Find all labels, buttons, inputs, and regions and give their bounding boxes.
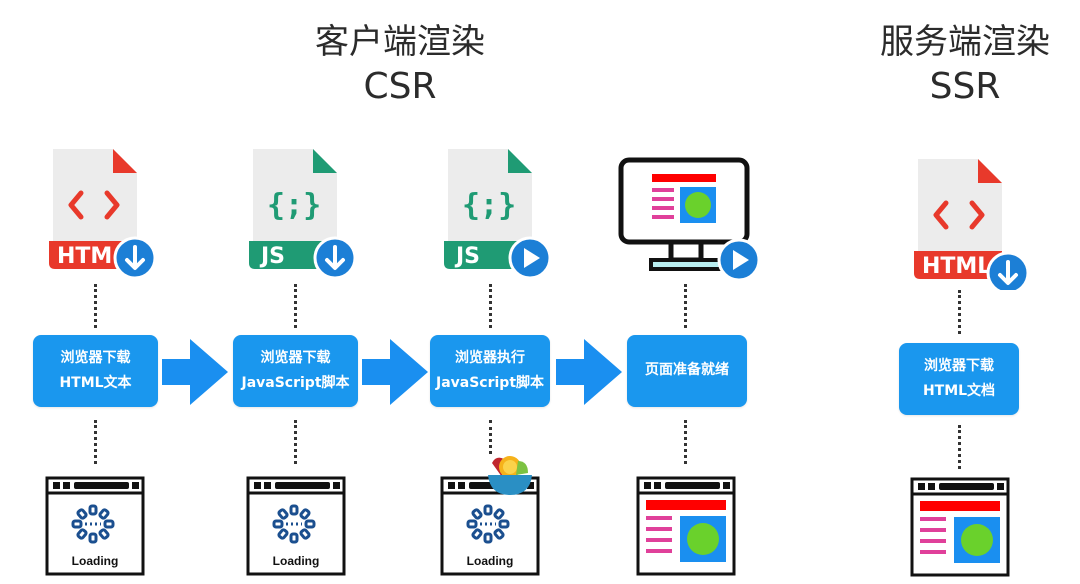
ssr-title-en: SSR	[929, 65, 1001, 107]
html-file-download-icon: HTML	[914, 159, 1030, 290]
browser-window-loading: Loading	[45, 476, 145, 576]
browser-window-ready	[636, 476, 736, 576]
step-label-line1: 页面准备就绪	[645, 362, 729, 379]
connector-line	[958, 425, 961, 469]
csr-title-en: CSR	[363, 65, 437, 107]
svg-text:{;}: {;}	[462, 188, 516, 223]
flow-arrow-icon	[362, 339, 428, 405]
step-box-execute-js: 浏览器执行 JavaScript脚本	[430, 335, 550, 407]
ssr-title-zh: 服务端渲染	[880, 22, 1050, 62]
step-box-download-js: 浏览器下载 JavaScript脚本	[233, 335, 358, 407]
fruit-bowl-icon	[488, 456, 532, 495]
step-label-line1: 浏览器下载	[260, 349, 331, 366]
step-label-line2: HTML文档	[922, 383, 996, 399]
loading-label: Loading	[272, 554, 320, 568]
step-label-line1: 浏览器下载	[924, 357, 994, 374]
monitor-play-icon	[618, 157, 761, 280]
loading-spinner-icon	[466, 504, 510, 544]
csr-title-zh: 客户端渲染	[315, 22, 485, 62]
step-label-line1: 浏览器执行	[455, 349, 525, 366]
file-type-label: HTML	[922, 254, 991, 279]
browser-window-loading: Loading	[246, 476, 346, 576]
step-label-line2: HTML文本	[59, 375, 132, 391]
connector-line	[294, 284, 297, 328]
step-box-ssr-download-html: 浏览器下载 HTML文档	[899, 343, 1019, 415]
loading-spinner-icon	[272, 504, 316, 544]
file-type-label: HTM	[57, 244, 112, 269]
flow-arrow-icon	[556, 339, 622, 405]
step-box-page-ready: 页面准备就绪	[627, 335, 747, 407]
html-file-download-icon: HTM	[49, 149, 157, 280]
loading-label: Loading	[71, 554, 119, 568]
step-label-line1: 浏览器下载	[60, 349, 131, 366]
ssr-title: 服务端渲染 SSR	[860, 22, 1070, 108]
file-type-label: JS	[454, 244, 480, 269]
connector-line	[958, 290, 961, 334]
file-type-label: JS	[259, 244, 285, 269]
step-box-download-html: 浏览器下载 HTML文本	[33, 335, 158, 407]
flow-arrow-icon	[162, 339, 228, 405]
connector-line	[489, 420, 492, 454]
step-label-line2: JavaScript脚本	[241, 375, 350, 391]
step-label-line2: JavaScript脚本	[435, 375, 545, 391]
connector-line	[684, 284, 687, 328]
connector-line	[94, 420, 97, 464]
loading-spinner-icon	[71, 504, 115, 544]
browser-window-ready	[910, 477, 1010, 577]
connector-line	[94, 284, 97, 328]
connector-line	[489, 284, 492, 328]
connector-line	[294, 420, 297, 464]
connector-line	[684, 420, 687, 464]
svg-text:{;}: {;}	[267, 188, 321, 223]
csr-title: 客户端渲染 CSR	[280, 22, 520, 108]
js-file-download-icon: {;} JS	[249, 149, 357, 280]
loading-label: Loading	[466, 554, 514, 568]
js-file-execute-icon: {;} JS	[444, 149, 552, 280]
